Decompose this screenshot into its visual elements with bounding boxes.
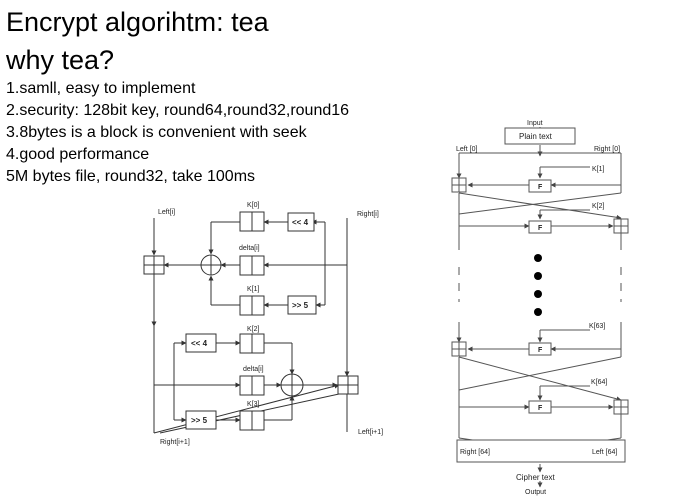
right-i-plus-1-label: Right[i+1] (160, 439, 190, 446)
output-label: Output (525, 489, 546, 496)
shift-left-top-label: << 4 (292, 218, 309, 227)
ellipsis-dots (534, 254, 542, 316)
add-circle-top (200, 254, 222, 276)
shift-left-box-top (287, 212, 315, 232)
reason-item: 3.8bytes is a block is convenient with s… (6, 124, 307, 141)
k1-label: K[1] (592, 166, 605, 173)
key0-box (239, 211, 265, 232)
xor-box-right (337, 375, 359, 395)
reason-item: 4.good performance (6, 146, 150, 163)
left64-label: Left [64] (592, 449, 617, 456)
add-circle-bottom (280, 373, 304, 397)
xor-box-round63 (451, 341, 467, 357)
f-label-round64: F (538, 405, 543, 412)
delta-box-bottom (239, 375, 265, 396)
cipher-text-label: Cipher text (516, 473, 555, 482)
delta-top-label: delta[i] (239, 245, 260, 252)
f-box-round2 (528, 220, 552, 234)
reasons-list: 1.samll, easy to implement 2.security: 1… (6, 78, 349, 188)
right0-label: Right [0] (594, 146, 620, 153)
plain-text-box (504, 127, 576, 145)
shift-right-box-bottom (185, 410, 217, 430)
k3-label: K[3] (247, 401, 260, 408)
left-i-label: Left[i] (158, 209, 175, 216)
reason-item: 2.security: 128bit key, round64,round32,… (6, 102, 350, 119)
delta-box-top (239, 255, 265, 276)
k64-label: K[64] (591, 379, 607, 386)
f-label-round63: F (538, 347, 543, 354)
xor-box-round2 (613, 218, 629, 234)
k0-label: K[0] (247, 202, 260, 209)
right64-label: Right [64] (460, 449, 490, 456)
plain-text-label: Plain text (519, 132, 553, 141)
f-box-round1 (528, 179, 552, 193)
shift-right-bottom-label: >> 5 (191, 416, 208, 425)
key2-box (239, 333, 265, 354)
output-block-box (456, 439, 626, 463)
reason-item: 1.samll, easy to implement (6, 80, 196, 97)
xor-box-round1 (451, 177, 467, 193)
f-box-round64 (528, 400, 552, 414)
k2-label: K[2] (247, 326, 260, 333)
input-label: Input (527, 120, 543, 127)
right-i-label: Right[i] (357, 211, 379, 218)
xor-box-left (143, 255, 165, 275)
key3-box (239, 410, 265, 431)
slide-title: Encrypt algorihtm: tea (6, 7, 269, 37)
k1-label: K[1] (247, 286, 260, 293)
slide-subtitle: why tea? (6, 45, 115, 75)
shift-left-bottom-label: << 4 (191, 339, 208, 348)
f-box-round63 (528, 342, 552, 356)
f-label-round1: F (538, 184, 543, 191)
left0-label: Left [0] (456, 146, 477, 153)
k63-label: K[63] (589, 323, 605, 330)
shift-right-box-top (287, 295, 317, 315)
shift-left-box-bottom (185, 333, 217, 353)
shift-right-top-label: >> 5 (292, 301, 309, 310)
key1-box (239, 295, 265, 316)
f-label-round2: F (538, 225, 543, 232)
delta-bottom-label: delta[i] (243, 366, 264, 373)
k2-label: K[2] (592, 203, 605, 210)
xor-box-round64 (613, 399, 629, 415)
reason-item: 5M bytes file, round32, take 100ms (6, 168, 256, 185)
left-i-plus-1-label: Left[i+1] (358, 429, 383, 436)
